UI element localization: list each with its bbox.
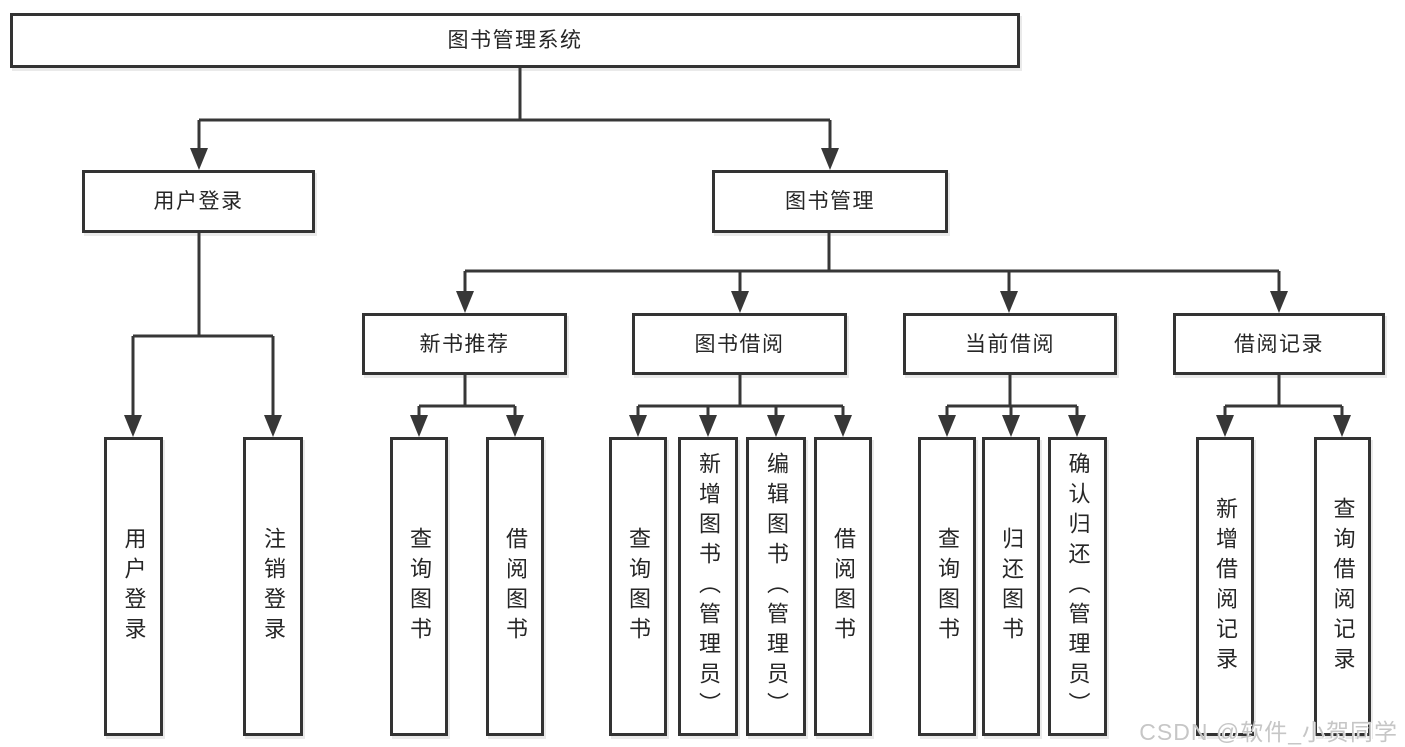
node-label: 查询图书 [407, 526, 432, 647]
node-label: 新增图书（管理员） [696, 451, 721, 722]
node-book-borrow: 图书借阅 [632, 313, 847, 375]
arrow-down-icon [1000, 291, 1018, 313]
connector-line [636, 375, 845, 419]
node-current-borrow: 当前借阅 [903, 313, 1117, 375]
node-label: 查询图书 [626, 526, 651, 647]
node-label: 用户登录 [153, 190, 244, 213]
connector-line [197, 68, 832, 152]
node-label: 编辑图书（管理员） [764, 451, 789, 722]
node-label: 借阅记录 [1234, 332, 1324, 356]
arrow-down-icon [834, 415, 852, 437]
leaf-query-borrow-record: 查询借阅记录 [1314, 437, 1371, 736]
node-label: 当前借阅 [965, 332, 1055, 356]
connector-line [131, 233, 275, 419]
connector-book-borrow [629, 375, 852, 437]
connector-line [463, 233, 1281, 295]
arrow-down-icon [456, 291, 474, 313]
csdn-watermark: CSDN @软件_小贺同学 [1139, 719, 1398, 745]
node-label: 确认归还（管理员） [1065, 451, 1091, 722]
node-label: 用户登录 [121, 526, 147, 647]
node-borrow-records: 借阅记录 [1173, 313, 1385, 375]
connector-line [417, 375, 517, 419]
connector-root-to-level2 [190, 68, 839, 170]
node-label: 图书管理 [785, 190, 875, 213]
node-label: 图书管理系统 [447, 29, 583, 52]
leaf-add-book-admin: 新增图书（管理员） [678, 437, 738, 736]
connector-user-login [124, 233, 282, 437]
node-label: 归还图书 [999, 526, 1024, 647]
node-label: 查询借阅记录 [1330, 496, 1356, 677]
node-label: 新书推荐 [419, 332, 510, 356]
leaf-add-borrow-record: 新增借阅记录 [1196, 437, 1254, 736]
node-new-book-recommend: 新书推荐 [362, 313, 567, 375]
arrow-down-icon [699, 415, 717, 437]
leaf-confirm-return-admin: 确认归还（管理员） [1048, 437, 1107, 736]
leaf-query-books-recommend: 查询图书 [390, 437, 448, 736]
arrow-down-icon [1216, 415, 1234, 437]
node-label: 借阅图书 [503, 526, 528, 647]
connector-borrow-records [1216, 375, 1351, 437]
leaf-borrow-books: 借阅图书 [814, 437, 872, 736]
node-label: 借阅图书 [831, 526, 856, 647]
node-user-login: 用户登录 [82, 170, 315, 233]
leaf-borrow-books-recommend: 借阅图书 [486, 437, 544, 736]
connector-book-management [456, 233, 1288, 313]
arrow-down-icon [124, 415, 142, 437]
connector-current-borrow [938, 375, 1086, 437]
leaf-logout-login: 注销登录 [243, 437, 303, 736]
arrow-down-icon [731, 291, 749, 313]
node-label: 新增借阅记录 [1213, 496, 1238, 677]
node-library-management-system: 图书管理系统 [10, 13, 1020, 68]
arrow-down-icon [821, 148, 839, 170]
arrow-down-icon [938, 415, 956, 437]
arrow-down-icon [767, 415, 785, 437]
arrow-down-icon [190, 148, 208, 170]
node-label: 查询图书 [935, 526, 960, 647]
arrow-down-icon [264, 415, 282, 437]
connector-line [945, 375, 1079, 419]
node-book-management: 图书管理 [712, 170, 948, 233]
leaf-return-books: 归还图书 [982, 437, 1040, 736]
arrow-down-icon [629, 415, 647, 437]
arrow-down-icon [1270, 291, 1288, 313]
leaf-query-books-borrow: 查询图书 [609, 437, 667, 736]
leaf-user-login: 用户登录 [104, 437, 163, 736]
arrow-down-icon [1002, 415, 1020, 437]
connector-new-book-recommend [410, 375, 524, 437]
arrow-down-icon [1333, 415, 1351, 437]
arrow-down-icon [506, 415, 524, 437]
arrow-down-icon [1068, 415, 1086, 437]
node-label: 图书借阅 [694, 332, 785, 356]
arrow-down-icon [410, 415, 428, 437]
connector-line [1223, 375, 1344, 419]
leaf-query-books-current: 查询图书 [918, 437, 976, 736]
node-label: 注销登录 [261, 526, 286, 647]
leaf-edit-book-admin: 编辑图书（管理员） [746, 437, 806, 736]
